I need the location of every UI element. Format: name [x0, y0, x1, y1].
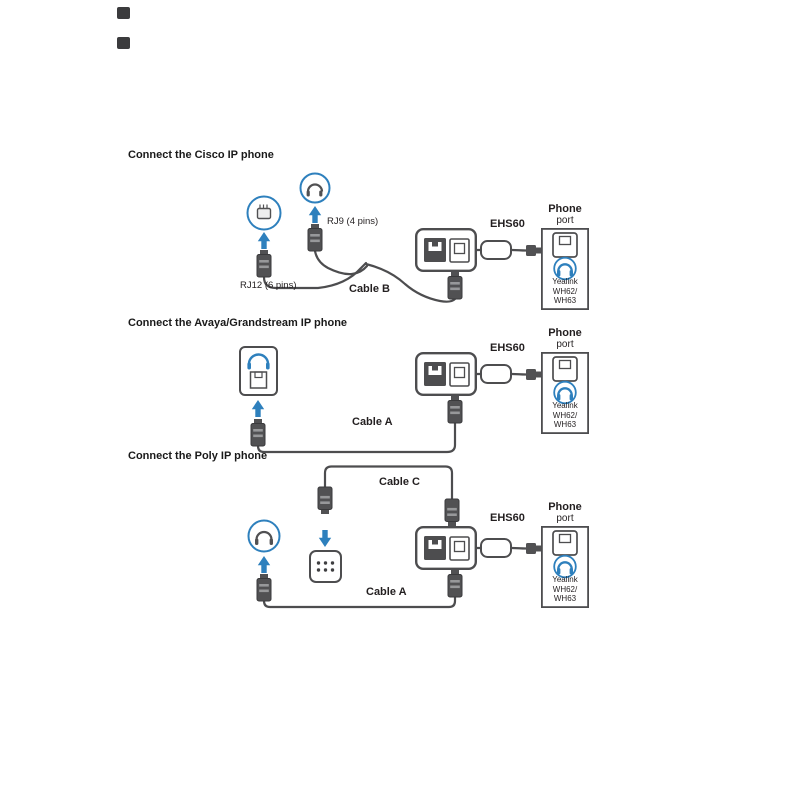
handset-port-circle-icon: [247, 519, 281, 553]
ehs60-dongle: [480, 538, 512, 558]
headset-name-line2: WH62/: [552, 286, 578, 296]
port-label: port: [556, 215, 574, 226]
handset-port-circle-icon: [299, 172, 331, 204]
phone-side-connector: [250, 418, 266, 447]
headset-name-line3: WH63: [553, 420, 577, 429]
ehs60-adapter: [415, 352, 477, 396]
cable-c-run: [323, 465, 454, 501]
dongle-cable: [510, 248, 528, 252]
section-title-avaya-grandstream: Connect the Avaya/Grandstream IP phone: [128, 317, 348, 329]
headset-name-line3: WH63: [553, 594, 577, 603]
ehs60-top-connector: [444, 498, 460, 527]
avaya-grandstream-diagram: [239, 346, 590, 454]
base-plug: [526, 245, 542, 256]
ehs60-adapter: [415, 526, 477, 570]
dongle-cable: [510, 546, 528, 550]
up-arrow-icon: [257, 232, 271, 249]
ehs60-adapter: [415, 227, 477, 272]
headset-name-line1: Yealink: [552, 401, 578, 410]
cable-a-run: [256, 421, 457, 454]
rj12-connector: [256, 249, 272, 278]
ehs60-label: EHS60: [490, 218, 525, 230]
rj9-connector: [307, 223, 323, 252]
phone-label: Phone: [548, 501, 582, 513]
headset-name-line3: WH63: [553, 296, 577, 305]
dongle-cable: [510, 372, 528, 376]
phone-side-connector: [256, 573, 272, 602]
ehs60-label: EHS60: [490, 512, 525, 524]
section-title-poly: Connect the Poly IP phone: [128, 450, 268, 462]
ehs60-bottom-connector: [447, 569, 463, 598]
ehs60-bottom-connector: [447, 395, 463, 424]
rj9-label: RJ9 (4 pins): [327, 216, 379, 227]
cable-a-run: [262, 595, 457, 609]
cable-a-label: Cable A: [366, 586, 407, 598]
up-arrow-icon: [257, 556, 271, 573]
down-arrow-icon: [318, 530, 332, 547]
ehs60-bottom-connector: [447, 271, 463, 300]
headset-name-line2: WH62/: [552, 584, 578, 594]
cable-b-rj9-branch: [313, 249, 369, 276]
ehs-pin-port-icon: [309, 550, 342, 583]
poly-diagram: [247, 465, 590, 609]
headset-name-line1: Yealink: [552, 575, 578, 584]
up-arrow-icon: [308, 206, 322, 223]
rj12-port-circle-icon: [246, 195, 282, 231]
phone-handset-jack-icon: [239, 346, 278, 396]
cisco-diagram: [246, 172, 590, 311]
phone-label: Phone: [548, 203, 582, 215]
ehs60-dongle: [480, 240, 512, 260]
section-title-cisco: Connect the Cisco IP phone: [128, 149, 274, 161]
cable-b-rj12-branch: [262, 261, 368, 290]
ehs60-dongle: [480, 364, 512, 384]
port-label: port: [556, 339, 574, 350]
ehs60-label: EHS60: [490, 342, 525, 354]
cable-b-common-run: [364, 262, 457, 303]
port-label: port: [556, 513, 574, 524]
up-arrow-icon: [251, 400, 265, 417]
page-corner-glyphs: [117, 7, 130, 49]
base-plug: [526, 369, 542, 380]
headset-name-line2: WH62/: [552, 410, 578, 420]
cable-c-label: Cable C: [379, 476, 420, 488]
cable-b-label: Cable B: [349, 283, 390, 295]
phone-label: Phone: [548, 327, 582, 339]
base-plug: [526, 543, 542, 554]
rj12-label: RJ12 (6 pins): [240, 280, 297, 291]
cable-a-label: Cable A: [352, 416, 393, 428]
cable-c-connector: [317, 486, 333, 515]
headset-name-line1: Yealink: [552, 277, 578, 286]
